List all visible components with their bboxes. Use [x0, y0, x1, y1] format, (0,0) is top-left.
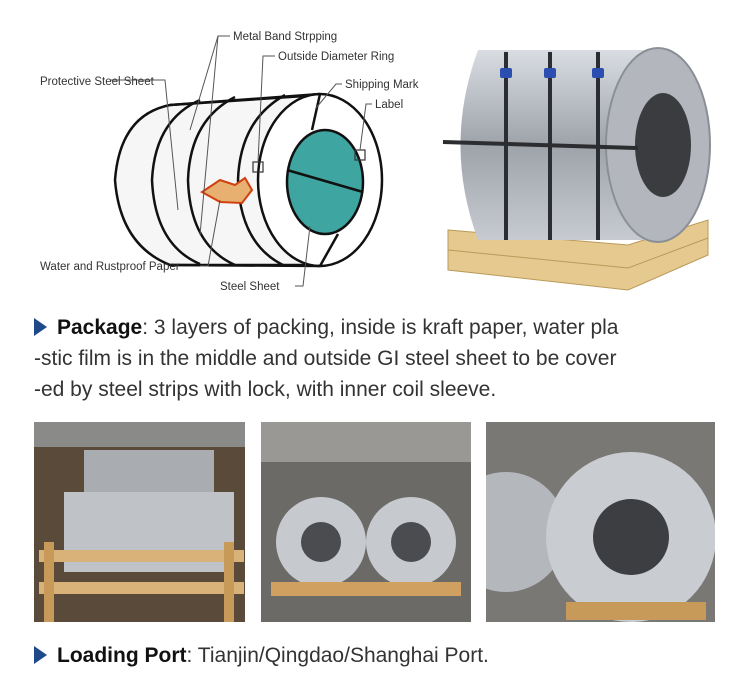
package-sep: :	[142, 316, 154, 339]
package-text-1: 3 layers of packing, inside is kraft pap…	[153, 316, 619, 339]
coil-packing-diagram: Metal Band Strpping Outside Diameter Rin…	[20, 10, 440, 300]
package-line-1: Package: 3 layers of packing, inside is …	[34, 312, 734, 343]
label-steel-sheet: Steel Sheet	[220, 281, 280, 293]
package-title: Package	[57, 316, 143, 339]
arrow-icon	[34, 318, 47, 336]
container-loading-photo-1	[34, 422, 245, 622]
loading-sep: :	[186, 644, 198, 667]
package-text-3: -ed by steel strips with lock, with inne…	[34, 378, 497, 401]
loading-title: Loading Port	[57, 644, 187, 667]
loading-value: Tianjin/Qingdao/Shanghai Port.	[197, 644, 489, 667]
label-label: Label	[375, 99, 403, 111]
coil-diagram-svg: Metal Band Strpping Outside Diameter Rin…	[40, 31, 419, 293]
label-shipping-mark: Shipping Mark	[345, 79, 419, 91]
package-description: Package: 3 layers of packing, inside is …	[34, 312, 734, 405]
loading-port: Loading Port: Tianjin/Qingdao/Shanghai P…	[34, 644, 489, 668]
label-outside-ring: Outside Diameter Ring	[278, 51, 394, 63]
coil-photo-svg	[442, 47, 711, 291]
coil-on-pallet-photo	[438, 30, 723, 295]
arrow-icon	[34, 646, 47, 664]
label-metal-band: Metal Band Strpping	[233, 31, 337, 43]
package-text-2: -stic film is in the middle and outside …	[34, 347, 617, 370]
label-protective-sheet: Protective Steel Sheet	[40, 76, 155, 88]
container-loading-photo-2	[261, 422, 471, 622]
container-loading-photo-3	[486, 422, 715, 622]
label-water-paper: Water and Rustproof Paper	[40, 261, 180, 273]
